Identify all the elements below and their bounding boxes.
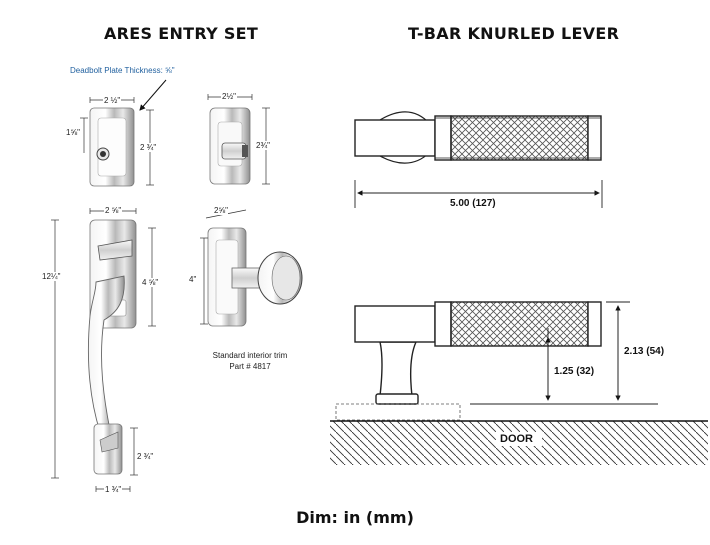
right-title: T-BAR KNURLED LEVER — [408, 24, 620, 43]
deadbolt-note-arrow — [139, 79, 167, 111]
cylinder-offset-label: 1⅝" — [66, 128, 80, 137]
interior-trim-caption: Standard interior trim Part # 4817 — [190, 350, 310, 372]
interior-height-label: 4" — [189, 275, 197, 284]
lever-length-label: 5.00 (127) — [450, 198, 496, 209]
door-surface — [330, 420, 708, 465]
lever-projection-label: 2.13 (54) — [624, 346, 665, 357]
dimension-units-footer: Dim: in (mm) — [296, 508, 414, 527]
handleset-dimension-lines — [51, 208, 156, 492]
lever-top-view — [354, 111, 602, 164]
deadbolt-thickness-note: Deadbolt Plate Thickness: ⅝" — [70, 66, 175, 75]
lever-height-dimensions — [470, 301, 658, 405]
interior-width-label: 2⅝" — [214, 206, 228, 215]
deadbolt-height-label: 2 ¾" — [140, 143, 157, 152]
lever-axis-height-label: 1.25 (32) — [554, 366, 595, 377]
handleset-width-label: 2 ⅝" — [104, 206, 123, 215]
door-label: DOOR — [500, 433, 533, 445]
top-trim-width-label: 2½" — [221, 92, 237, 101]
handleset-plate-height-label: 4 ⅝" — [142, 278, 159, 287]
bottom-plate-height-label: 2 ¾" — [137, 452, 154, 461]
lever-length-dimension — [354, 180, 603, 208]
interior-trim-illustration — [207, 227, 303, 327]
interior-trim-caption-line1: Standard interior trim — [212, 351, 288, 360]
deadbolt-illustration — [89, 107, 135, 187]
left-title: ARES ENTRY SET — [104, 24, 259, 43]
bottom-plate-width-label: 1 ¾" — [104, 485, 123, 494]
top-trim-illustration — [209, 107, 251, 185]
overall-height-label: 12¼" — [42, 272, 61, 281]
deadbolt-width-label: 2 ½" — [103, 96, 122, 105]
interior-trim-part-number: Part # 4817 — [229, 362, 271, 371]
handleset-illustration — [88, 219, 137, 475]
lever-side-view — [335, 301, 602, 421]
top-trim-height-label: 2¾" — [256, 141, 270, 150]
